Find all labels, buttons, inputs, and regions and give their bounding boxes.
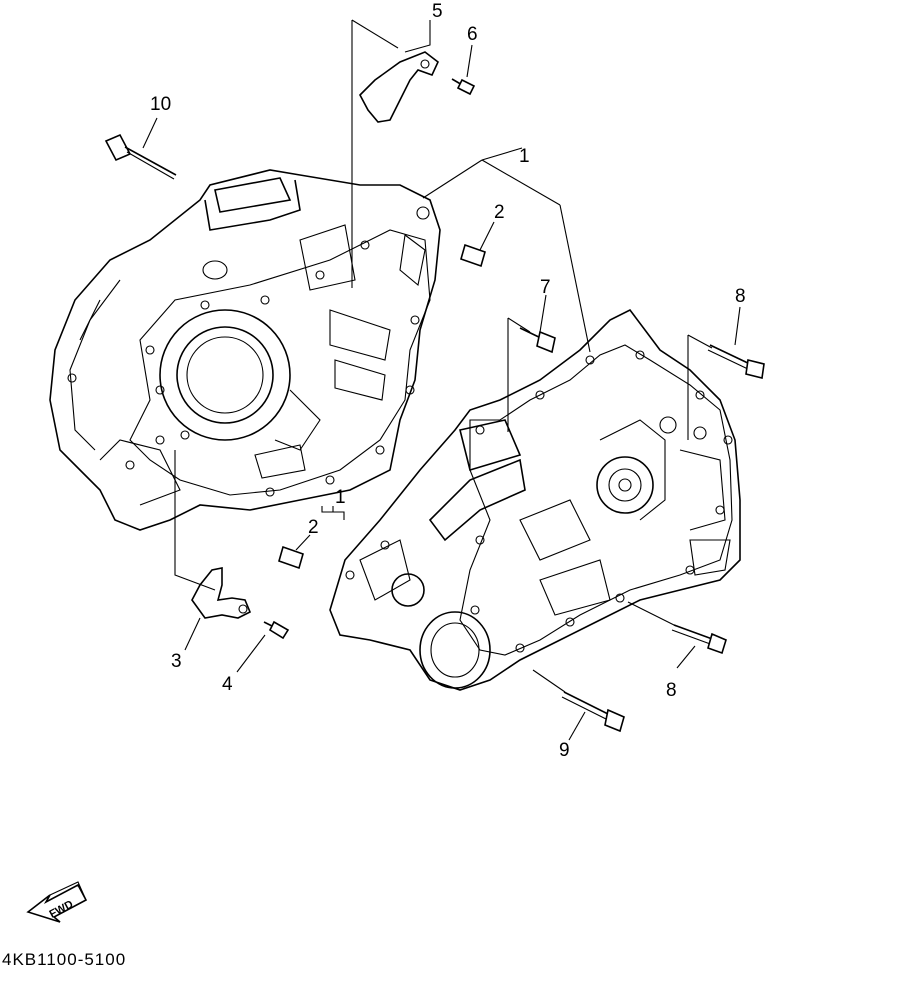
bolt-7	[519, 327, 556, 354]
callout-2-top: 2	[494, 202, 505, 223]
callout-7: 7	[540, 277, 551, 298]
callout-3: 3	[171, 651, 182, 672]
callout-5: 5	[432, 1, 443, 22]
fwd-arrow-icon: FWD	[26, 881, 88, 923]
dowel-pin-upper	[460, 243, 486, 268]
bearing-stopper-hole-upper	[420, 59, 430, 69]
screw-6	[451, 78, 476, 96]
leader-lines	[142, 19, 741, 741]
bearing-stopper-hole-lower	[238, 604, 248, 614]
screw-4	[263, 620, 290, 640]
crankcase-right-half	[329, 308, 741, 691]
callout-1-top: 1	[519, 146, 530, 167]
callout-8-bottom: 8	[666, 680, 677, 701]
bolt-9	[561, 691, 625, 733]
callout-10: 10	[150, 94, 171, 115]
callout-9: 9	[559, 740, 570, 761]
callout-1-mid: 1	[335, 487, 346, 508]
crankcase-left-half	[49, 169, 441, 531]
callout-4: 4	[222, 674, 233, 695]
dowel-pin-lower	[278, 545, 304, 570]
bolt-10	[104, 133, 177, 180]
diagram-code: 4KB1100-5100	[2, 950, 127, 969]
callout-6: 6	[467, 24, 478, 45]
bolt-8-lower	[671, 624, 727, 655]
bolt-8-upper	[707, 344, 765, 379]
bearing-stopper-plate-upper	[359, 51, 439, 123]
callout-8-top: 8	[735, 286, 746, 307]
bearing-stopper-plate-lower	[191, 567, 252, 619]
callout-2-mid: 2	[308, 517, 319, 538]
